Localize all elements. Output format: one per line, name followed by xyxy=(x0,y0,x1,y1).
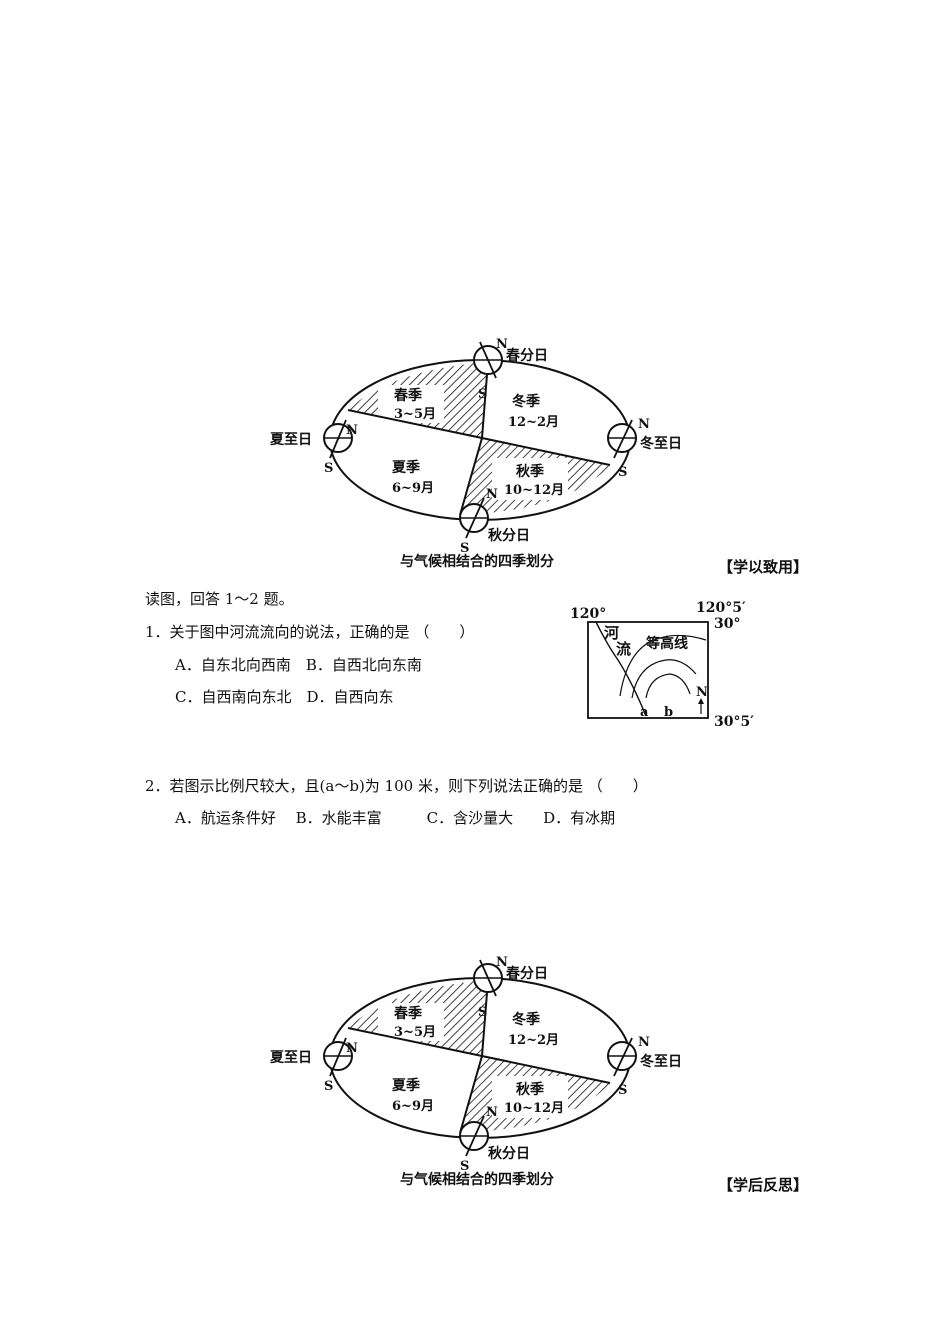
svg-text:3~5月: 3~5月 xyxy=(394,1025,436,1040)
section-heading-reflect: 【学后反思】 xyxy=(718,1176,809,1194)
globe-autumn-icon xyxy=(459,497,489,539)
svg-text:N: N xyxy=(638,1035,650,1050)
svg-text:N: N xyxy=(638,417,650,432)
globe-summer-icon xyxy=(323,419,353,459)
svg-text:S: S xyxy=(478,1005,487,1020)
globe-summer-icon xyxy=(323,1037,353,1077)
north-arrow-label: N xyxy=(696,685,708,700)
svg-text:冬季: 冬季 xyxy=(512,1011,540,1028)
svg-text:等高线: 等高线 xyxy=(646,635,688,652)
svg-text:10~12月: 10~12月 xyxy=(504,483,564,498)
svg-text:S: S xyxy=(618,1083,627,1098)
globe-winter-icon xyxy=(607,1037,637,1077)
contour-line-3 xyxy=(645,673,691,699)
globe-winter-icon xyxy=(607,419,637,459)
svg-text:S: S xyxy=(478,387,487,402)
svg-text:河: 河 xyxy=(604,624,619,642)
svg-text:120°5′: 120°5′ xyxy=(696,600,746,616)
svg-text:秋季: 秋季 xyxy=(516,463,544,480)
contour-line-2 xyxy=(631,659,697,699)
svg-text:N: N xyxy=(496,337,508,352)
svg-text:30°5′: 30°5′ xyxy=(714,714,754,728)
question-2-stem: 2．若图示比例尺较大，且(a～b)为 100 米，则下列说法正确的是 （ ） xyxy=(145,777,648,795)
svg-text:120°: 120° xyxy=(570,606,606,622)
svg-text:N: N xyxy=(486,487,498,502)
svg-text:春分日: 春分日 xyxy=(505,965,548,982)
question-1-options-c-d: C．自西南向东北 D．自西向东 xyxy=(175,688,394,706)
svg-text:6~9月: 6~9月 xyxy=(392,481,434,496)
label-autumn-equinox: 秋分日 xyxy=(488,527,530,544)
svg-text:夏季: 夏季 xyxy=(392,1077,420,1094)
river-line xyxy=(595,621,647,717)
instruction: 读图，回答 1～2 题。 xyxy=(145,590,294,608)
seasons-diagram-bottom: 春分日 夏至日 冬至日 秋分日 N S N S N S N S 春季 3~5月 … xyxy=(270,955,682,1188)
svg-text:春季: 春季 xyxy=(393,1005,422,1022)
contour-map: 120° 120°5′ 30° 30°5′ 河 流 等高线 a b N xyxy=(570,600,754,728)
svg-text:12~2月: 12~2月 xyxy=(508,415,559,430)
svg-text:12~2月: 12~2月 xyxy=(508,1033,559,1048)
question-1-options-a-b: A．自东北向西南 B．自西北向东南 xyxy=(175,656,422,674)
svg-text:秋季: 秋季 xyxy=(516,1081,544,1098)
label-summer-solstice: 夏至日 xyxy=(270,431,312,448)
contour-line-1 xyxy=(619,634,707,697)
svg-text:春季: 春季 xyxy=(393,387,422,404)
svg-text:a: a xyxy=(640,705,649,720)
svg-text:夏季: 夏季 xyxy=(392,459,420,476)
svg-text:S: S xyxy=(460,541,469,556)
globe-autumn-icon xyxy=(459,1115,489,1157)
diagram-caption: 与气候相结合的四季划分 xyxy=(400,553,554,570)
globe-spring-icon xyxy=(473,959,503,997)
svg-text:3~5月: 3~5月 xyxy=(394,407,436,422)
svg-text:流: 流 xyxy=(616,640,631,658)
svg-text:10~12月: 10~12月 xyxy=(504,1101,564,1116)
label-spring-equinox: 春分日 xyxy=(505,347,548,364)
svg-text:N: N xyxy=(486,1105,498,1120)
svg-text:N: N xyxy=(346,423,358,438)
svg-text:N: N xyxy=(496,955,508,970)
svg-text:6~9月: 6~9月 xyxy=(392,1099,434,1114)
svg-text:S: S xyxy=(324,1079,333,1094)
svg-text:N: N xyxy=(346,1041,358,1056)
globe-spring-icon xyxy=(473,341,503,379)
section-heading-apply: 【学以致用】 xyxy=(718,558,809,576)
svg-text:b: b xyxy=(664,705,673,720)
svg-text:S: S xyxy=(460,1159,469,1174)
svg-text:与气候相结合的四季划分: 与气候相结合的四季划分 xyxy=(400,1171,554,1188)
svg-text:S: S xyxy=(618,465,627,480)
svg-text:冬至日: 冬至日 xyxy=(640,1053,682,1070)
label-winter-solstice: 冬至日 xyxy=(640,435,682,452)
svg-text:30°: 30° xyxy=(714,616,740,632)
svg-text:S: S xyxy=(324,461,333,476)
svg-text:冬季: 冬季 xyxy=(512,393,540,410)
svg-text:夏至日: 夏至日 xyxy=(270,1049,312,1066)
question-2-options: A．航运条件好 B．水能丰富 C．含沙量大 D．有冰期 xyxy=(175,809,616,827)
svg-text:秋分日: 秋分日 xyxy=(488,1145,530,1162)
question-1-stem: 1．关于图中河流流向的说法，正确的是 （ ） xyxy=(145,623,475,641)
seasons-diagram-top: 春分日 夏至日 冬至日 秋分日 N S N S N S N S 春季 3~5月 … xyxy=(270,337,682,570)
